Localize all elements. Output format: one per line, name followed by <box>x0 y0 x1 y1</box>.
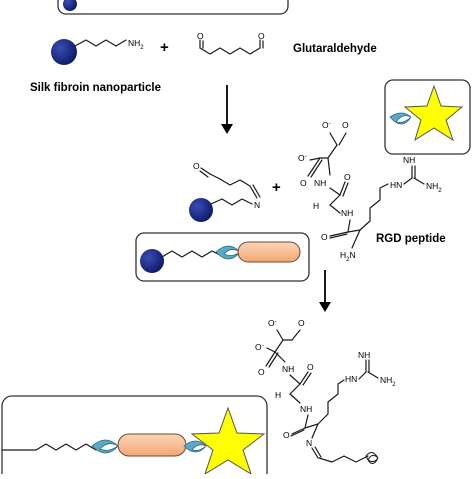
amide-nh: NH <box>314 178 326 188</box>
imine-nh: NH <box>358 350 370 360</box>
alpha-h: H <box>313 201 319 211</box>
carboxylate-o: O <box>342 120 349 130</box>
plus-sign: + <box>272 179 281 196</box>
nanoparticle-icon <box>140 249 164 273</box>
crescent-icon <box>91 439 119 454</box>
nanoparticle-icon <box>63 0 77 11</box>
aldehyde-o: O <box>258 31 265 41</box>
guanidine-nh: HN <box>345 374 357 384</box>
arrow-down-icon <box>319 270 331 312</box>
crescent-icon <box>183 440 207 453</box>
rgd-icon-box <box>384 79 471 155</box>
imine-n: N <box>254 200 260 210</box>
amide-nh: NH <box>300 404 312 414</box>
amide-nh: NH <box>282 364 294 374</box>
alkyl-chain <box>74 39 127 47</box>
carbonyl-o: O <box>300 178 307 188</box>
amide-nh: NH <box>341 208 353 218</box>
carbonyl-o: O <box>258 367 265 377</box>
carboxylate-o: O- <box>255 342 264 352</box>
glutaraldehyde-label: Glutaraldehyde <box>293 43 377 55</box>
product-structure: O- O O- O NH O H NH O HN NH NH2 N <box>255 318 396 464</box>
carbonyl-o: O <box>321 232 328 242</box>
linker-chain <box>161 250 223 258</box>
guanidine-nh2: NH2 <box>426 181 442 194</box>
carboxylate-o: O <box>298 318 305 328</box>
top-scheme-box <box>57 0 289 15</box>
guanidine-nh2: NH2 <box>380 375 396 388</box>
silk-fibroin-label: Silk fibroin nanoparticle <box>30 82 161 94</box>
intermediate-scheme-box <box>135 232 310 282</box>
crescent-icon <box>215 245 241 260</box>
top-box-frame <box>57 0 289 15</box>
carbonyl-o: O <box>283 430 290 440</box>
imine-n: N <box>306 438 312 448</box>
amine-label: NH2 <box>128 38 144 51</box>
terminal-amine: H2N <box>340 250 356 263</box>
nanoparticle-icon <box>189 198 213 222</box>
carbonyl-o: O <box>307 362 314 372</box>
aldehyde-o: O <box>197 31 204 41</box>
star-icon <box>403 84 464 142</box>
glutaraldehyde-chain <box>209 173 251 187</box>
silk-fibroin-amine: NH2 <box>51 38 144 65</box>
alpha-h: H <box>275 390 281 400</box>
carboxylate-o: O- <box>322 120 331 130</box>
arrow-down-icon <box>221 85 233 134</box>
aldehyde-o: O <box>193 161 200 171</box>
carboxylate-o: O- <box>298 153 307 163</box>
linker-rod <box>117 433 187 457</box>
partial-ring <box>365 452 379 464</box>
star-icon <box>190 406 266 476</box>
product-scheme-box <box>1 395 268 479</box>
rgd-peptide-label: RGD peptide <box>376 233 446 245</box>
linker-rod <box>237 241 301 263</box>
linker-chain <box>318 455 369 463</box>
rgd-peptide-structure: O- O O- O NH O H NH O HN NH NH2 H2N <box>298 120 442 263</box>
plus-sign: + <box>160 39 169 56</box>
carboxylate-o: O- <box>268 318 277 328</box>
alkyl-chain <box>210 198 253 206</box>
nanoparticle-icon <box>51 39 77 65</box>
glutaraldehyde-structure: O O <box>197 31 265 55</box>
linker-chain <box>1 443 97 451</box>
imine-intermediate: N O <box>189 161 261 222</box>
crescent-icon <box>389 112 412 125</box>
imine-nh: NH <box>403 155 415 165</box>
guanidine-nh: HN <box>390 180 402 190</box>
carbonyl-o: O <box>344 172 351 182</box>
glutaraldehyde-chain <box>199 47 261 55</box>
